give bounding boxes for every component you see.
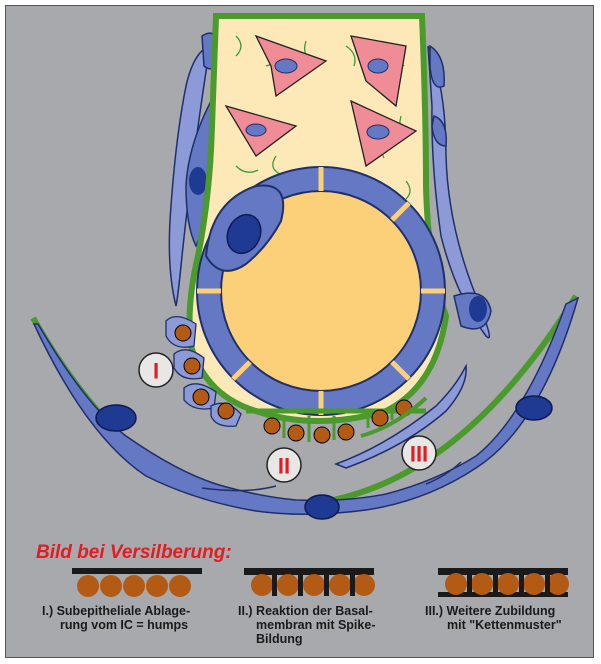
caption-line: I.) Subepitheliale Ablage- <box>42 604 190 618</box>
caption-line: II.) Reaktion der Basal- <box>238 604 375 618</box>
svg-text:III: III <box>410 442 428 467</box>
marker-II: II <box>267 448 301 482</box>
capsule-nucleus <box>305 495 339 519</box>
silver-stain-heading: Bild bei Versilberung: <box>36 542 232 564</box>
capsule-nucleus <box>516 396 552 420</box>
svg-text:I: I <box>153 359 159 384</box>
caption-line: mit "Kettenmuster" <box>425 618 562 632</box>
marker-I: I <box>139 353 173 387</box>
caption-line: rung vom IC = humps <box>42 618 190 632</box>
svg-text:II: II <box>278 454 290 479</box>
stain-schematic-3 <box>438 568 569 597</box>
endothelium <box>197 167 445 415</box>
marker-III: III <box>402 436 436 470</box>
caption-2: II.) Reaktion der Basal- membran mit Spi… <box>238 604 375 646</box>
capsule-nucleus <box>96 405 136 431</box>
caption-3: III.) Weitere Zubildung mit "Kettenmuste… <box>425 604 562 632</box>
caption-line: Bildung <box>238 632 375 646</box>
caption-line: III.) Weitere Zubildung <box>425 604 562 618</box>
caption-line: membran mit Spike- <box>238 618 375 632</box>
diagram-frame: I II III Bild bei Versilberung: I.) Sube… <box>5 5 594 658</box>
stain-schematic-1 <box>72 568 202 597</box>
caption-1: I.) Subepitheliale Ablage- rung vom IC =… <box>42 604 190 632</box>
stain-schematic-2 <box>244 568 375 596</box>
